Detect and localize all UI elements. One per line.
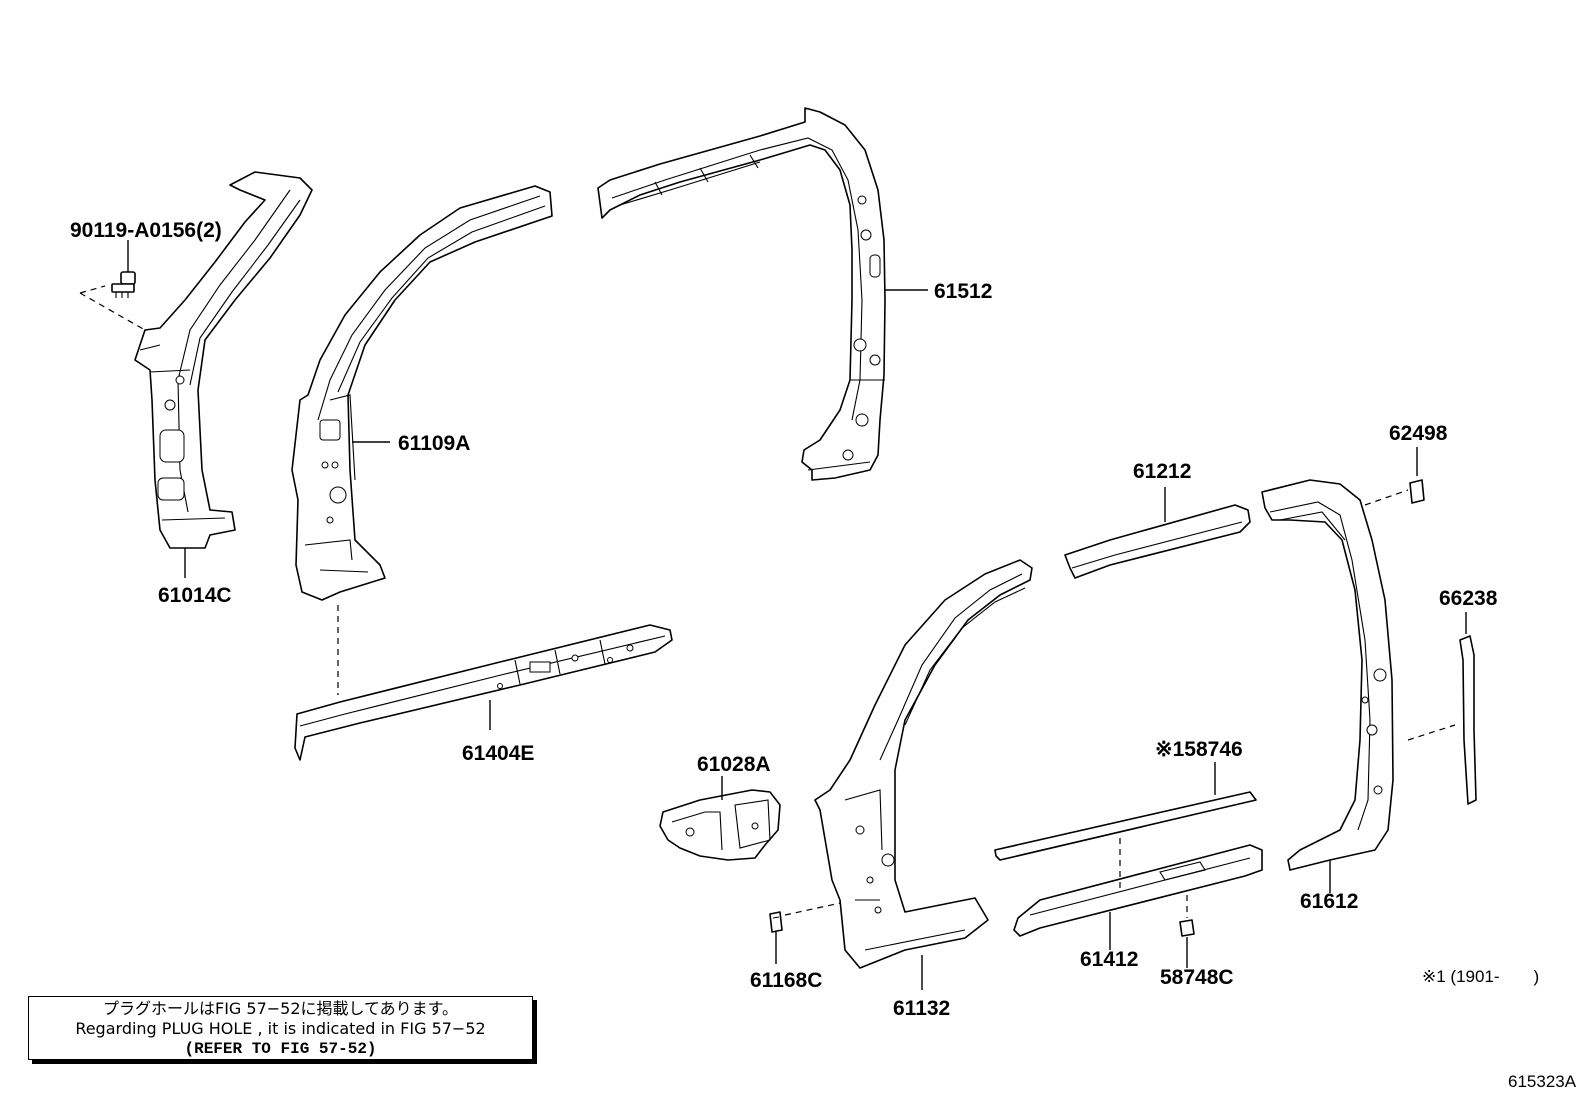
label-61412: 61412 (1080, 948, 1138, 971)
bolt-90119-drawing[interactable] (111, 271, 136, 298)
part-61512-drawing[interactable] (597, 107, 886, 481)
label-bolt-90119: 90119-A0156(2) (70, 219, 222, 242)
part-62498-drawing[interactable] (1409, 479, 1425, 504)
part-61412-drawing[interactable] (1013, 844, 1263, 937)
label-61132: 61132 (893, 997, 950, 1020)
part-61212-drawing[interactable] (1064, 504, 1251, 579)
label-58748c: 58748C (1160, 966, 1234, 989)
label-58746: ※158746 (1155, 738, 1243, 761)
label-66238: 66238 (1439, 587, 1498, 610)
note-line-english: Regarding PLUG HOLE , it is indicated in… (75, 1019, 486, 1038)
part-61028a-drawing[interactable] (659, 789, 781, 861)
part-61404e-drawing[interactable] (294, 624, 673, 761)
part-61612-drawing[interactable] (1261, 479, 1394, 871)
reference-note-box: プラグホールはFIG 57−52に掲載してあります。 Regarding PLU… (28, 996, 533, 1060)
label-61512: 61512 (934, 280, 992, 303)
note-line-refer: (REFER TO FIG 57-52) (184, 1040, 377, 1058)
part-61014c-drawing[interactable] (134, 171, 313, 549)
label-61212: 61212 (1133, 460, 1191, 483)
label-61404e: 61404E (462, 742, 534, 765)
part-66238-drawing[interactable] (1459, 635, 1477, 805)
label-61612: 61612 (1300, 890, 1358, 913)
part-58746-drawing[interactable] (994, 791, 1257, 861)
label-62498: 62498 (1389, 422, 1448, 445)
part-61168c-drawing[interactable] (769, 911, 783, 933)
part-61132-drawing[interactable] (814, 559, 1033, 969)
part-61109a-drawing[interactable] (291, 185, 553, 601)
label-61014c: 61014C (158, 584, 232, 607)
note-line-japanese: プラグホールはFIG 57−52に掲載してあります。 (103, 999, 458, 1018)
label-61168c: 61168C (750, 969, 822, 992)
part-58748c-drawing[interactable] (1179, 919, 1195, 937)
label-61109a: 61109A (398, 432, 470, 455)
footnote-label: ※1 (1901- ) (1422, 967, 1539, 986)
label-61028a: 61028A (697, 753, 771, 776)
figure-id: 615323A (1508, 1072, 1577, 1091)
